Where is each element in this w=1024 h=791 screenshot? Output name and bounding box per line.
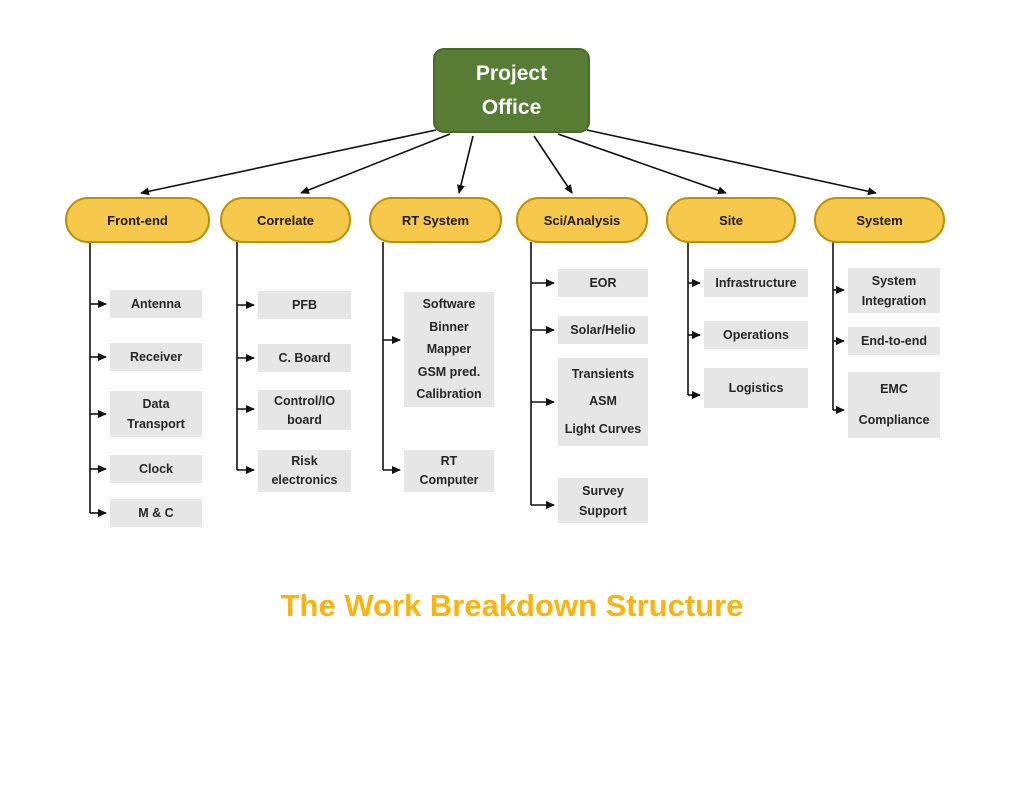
node-antenna: Antenna: [110, 290, 202, 318]
column-spine-system: [832, 242, 845, 414]
branch-rt-system: RT System: [369, 197, 502, 243]
node-system-integration: System Integration: [848, 268, 940, 313]
column-spine-correlate: [236, 242, 255, 474]
node-transients-asm: Transients ASM Light Curves: [558, 358, 648, 446]
column-spine-rt-system: [382, 242, 401, 474]
root-fan-arrows: [140, 129, 877, 196]
node-end-to-end: End-to-end: [848, 327, 940, 355]
node-survey-support: Survey Support: [558, 478, 648, 523]
node-logistics: Logistics: [704, 368, 808, 408]
node-c-board: C. Board: [258, 344, 351, 372]
node-clock: Clock: [110, 455, 202, 483]
node-risk-electronics: Risk electronics: [258, 450, 351, 492]
node-receiver: Receiver: [110, 343, 202, 371]
branch-sci-analysis: Sci/Analysis: [516, 197, 648, 243]
node-operations: Operations: [704, 321, 808, 349]
node-eor: EOR: [558, 269, 648, 297]
node-rt-computer: RT Computer: [404, 450, 494, 492]
branch-site: Site: [666, 197, 796, 243]
node-pfb: PFB: [258, 291, 351, 319]
root-node-project-office: Project Office: [433, 48, 590, 133]
node-data-transport: Data Transport: [110, 391, 202, 437]
branch-system: System: [814, 197, 945, 243]
node-emc-compliance: EMC Compliance: [848, 372, 940, 438]
column-spine-front-end: [89, 242, 107, 517]
node-solar-helio: Solar/Helio: [558, 316, 648, 344]
branch-correlate: Correlate: [220, 197, 351, 243]
node-infrastructure: Infrastructure: [704, 269, 808, 297]
branch-front-end: Front-end: [65, 197, 210, 243]
node-software-binner-mapper: Software Binner Mapper GSM pred. Calibra…: [404, 292, 494, 407]
column-spine-site: [687, 242, 701, 399]
diagram-title: The Work Breakdown Structure: [280, 588, 744, 623]
node-m-and-c: M & C: [110, 499, 202, 527]
column-spine-sci-analysis: [530, 242, 555, 509]
node-control-io-board: Control/IO board: [258, 390, 351, 430]
